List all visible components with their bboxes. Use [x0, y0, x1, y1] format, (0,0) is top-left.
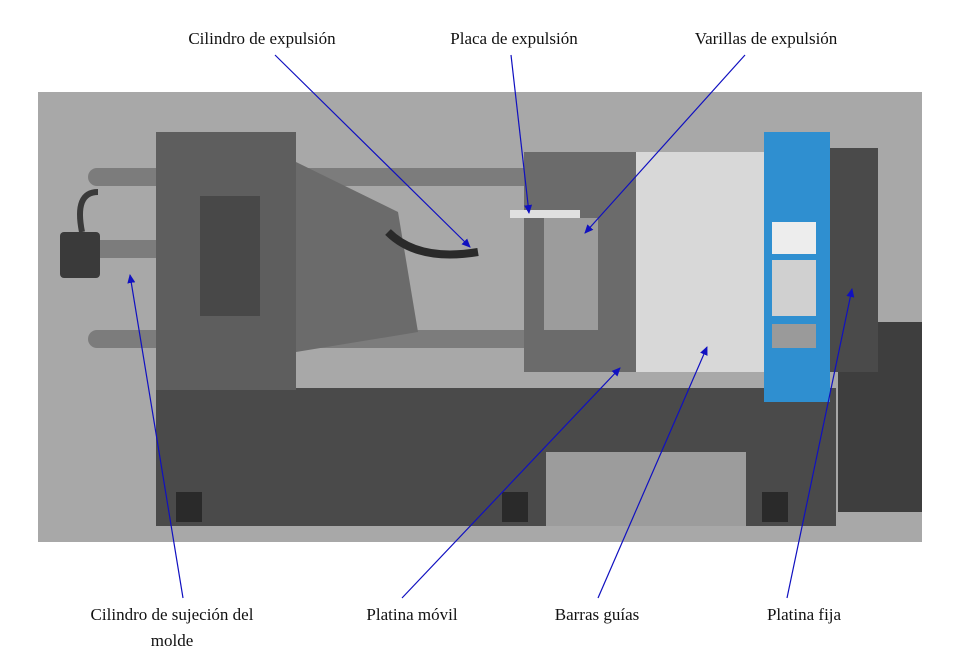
- label-varillas-expulsion: Varillas de expulsión: [694, 29, 838, 48]
- base-foot-left: [176, 492, 202, 522]
- label-platina-movil: Platina móvil: [366, 605, 458, 624]
- rear-platen-face: [200, 196, 260, 316]
- base-foot-right: [762, 492, 788, 522]
- control-screen: [772, 222, 816, 254]
- hydraulic-hose: [77, 189, 99, 233]
- ejector-hose: [385, 229, 479, 259]
- arrow-varillas-expulsion: [584, 54, 746, 234]
- label-placa-expulsion: Placa de expulsión: [450, 29, 578, 48]
- arrow-cilindro-sujecion: [127, 274, 184, 599]
- arrow-cilindro-expulsion: [274, 54, 471, 248]
- mould-area: [636, 152, 766, 372]
- arrow-platina-movil: [401, 367, 621, 599]
- arrow-platina-fija: [786, 288, 855, 599]
- ejector-plate: [510, 210, 580, 218]
- injection-machine-photo: [38, 92, 922, 542]
- label-barras-guias: Barras guías: [554, 605, 640, 624]
- moving-platen-window: [544, 218, 598, 330]
- label-platina-fija: Platina fija: [766, 605, 842, 624]
- base-foot-mid: [502, 492, 528, 522]
- label-cilindro-sujecion-line1: Cilindro de sujeción del: [90, 605, 254, 624]
- control-buttons: [772, 324, 816, 348]
- clamp-cylinder: [60, 232, 100, 278]
- toggle-mechanism: [296, 162, 418, 352]
- arrow-placa-expulsion: [510, 54, 533, 214]
- label-cilindro-expulsion: Cilindro de expulsión: [188, 29, 336, 48]
- base-recess: [546, 452, 746, 526]
- label-cilindro-sujecion-line2: molde: [150, 631, 194, 650]
- fixed-platen: [830, 148, 878, 372]
- arrow-barras-guias: [597, 346, 708, 599]
- control-keypad: [772, 260, 816, 316]
